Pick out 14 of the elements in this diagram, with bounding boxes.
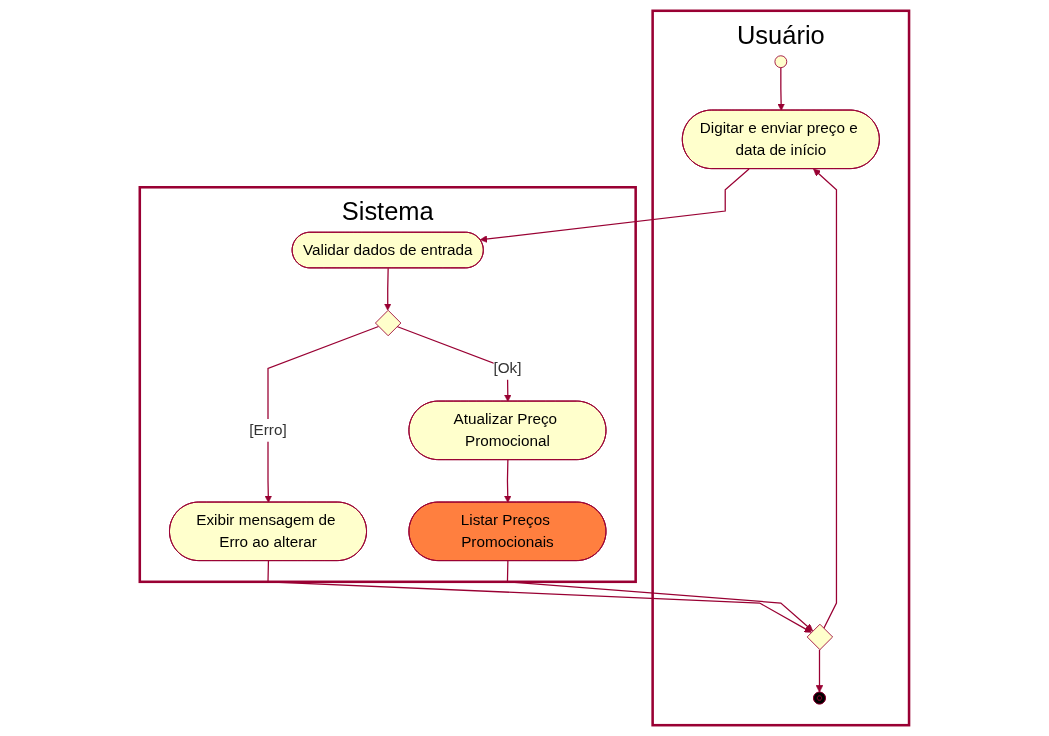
- arrow: [504, 459, 512, 503]
- arrow: [264, 325, 380, 503]
- node-diamond: [375, 309, 402, 337]
- arrow: [384, 267, 392, 311]
- node-circle: [774, 55, 788, 69]
- arrow: [815, 649, 824, 693]
- arrow: [479, 168, 750, 243]
- arrow: [777, 67, 785, 111]
- node-diamond: [806, 623, 834, 651]
- arrow: [813, 168, 838, 630]
- arrow: [506, 560, 814, 632]
- arrow: [267, 560, 812, 633]
- edge-label: [Erro]: [249, 421, 287, 439]
- edge-label: [Ok]: [493, 359, 522, 377]
